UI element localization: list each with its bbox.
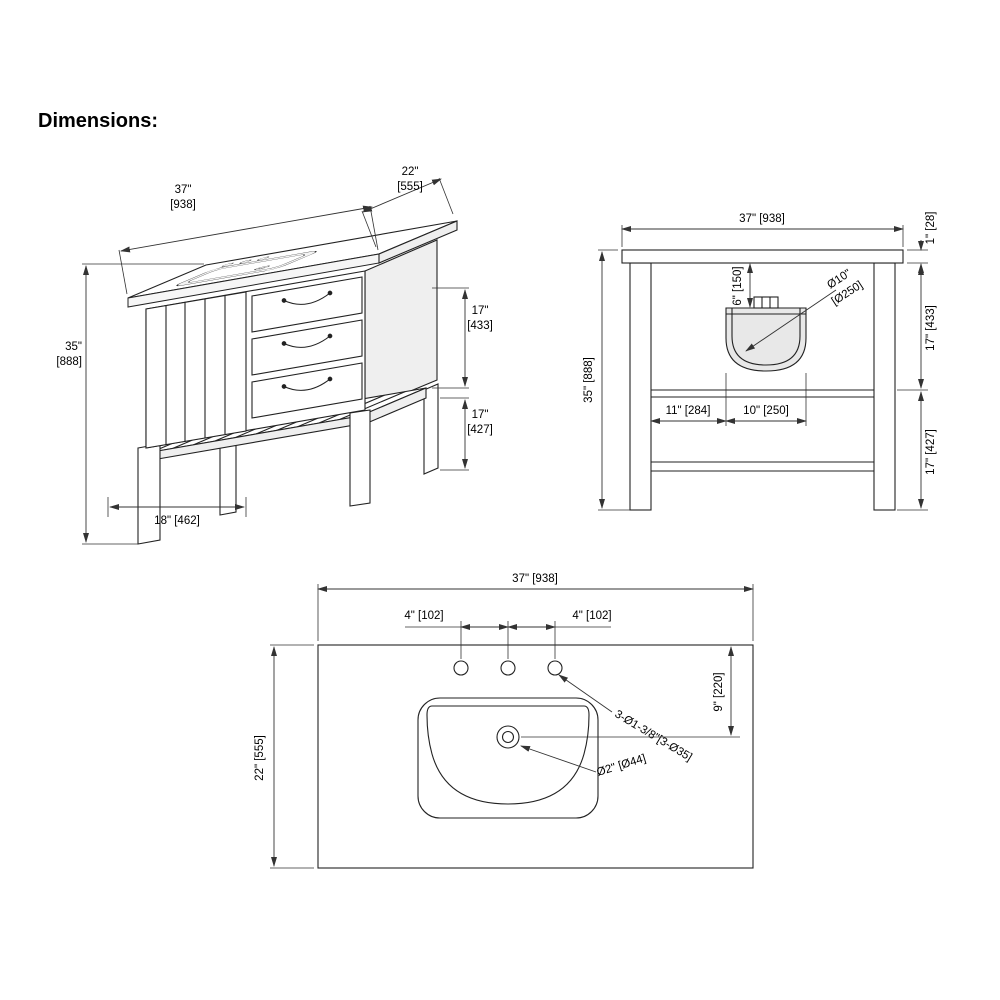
iso-upper-label-mm: [433] bbox=[467, 320, 493, 332]
iso-height-label-mm: [888] bbox=[56, 356, 82, 368]
counter-slab bbox=[621, 249, 904, 264]
sink-bowl-plan bbox=[426, 705, 590, 805]
iso-depth-label-mm: [555] bbox=[397, 181, 423, 193]
sink-drain-center bbox=[258, 266, 266, 269]
faucet-holes bbox=[221, 256, 270, 267]
sink-basin-inner bbox=[188, 254, 306, 283]
front-height-label: 35" [888] bbox=[583, 357, 595, 403]
front-upper-label: 17" [433] bbox=[925, 305, 937, 351]
sink-bowl bbox=[725, 307, 807, 372]
plan-depth-label: 22" [555] bbox=[254, 735, 266, 781]
page-title: Dimensions: bbox=[38, 110, 159, 132]
iso-width-label-in: 37" bbox=[175, 184, 192, 196]
drawer-handles bbox=[281, 290, 333, 391]
front-width-label: 37" [938] bbox=[739, 213, 785, 225]
drain-fitting bbox=[753, 296, 779, 309]
drawer-1 bbox=[251, 276, 363, 333]
isometric-view: 37" [938] 22" [555] 35" [888] 17" [433] … bbox=[56, 166, 493, 545]
iso-width-label-mm: [938] bbox=[170, 199, 196, 211]
front-right-leg bbox=[873, 262, 896, 511]
front-bowl-w-label: 10" [250] bbox=[743, 405, 789, 417]
back-right-leg bbox=[423, 383, 439, 475]
front-left-leg bbox=[629, 262, 652, 511]
plan-left-span-label: 4" [102] bbox=[404, 610, 443, 622]
drawer-3 bbox=[251, 362, 363, 419]
front-left-label: 11" [284] bbox=[666, 405, 711, 417]
iso-upper-label-in: 17" bbox=[472, 305, 489, 317]
mid-rail bbox=[651, 389, 874, 398]
bottom-shelf bbox=[651, 461, 874, 472]
iso-lower-label-in: 17" bbox=[472, 409, 489, 421]
drawer-2 bbox=[251, 319, 363, 376]
front-lower-label: 17" [427] bbox=[925, 429, 937, 475]
sink-bowl-inner bbox=[731, 308, 801, 366]
plan-right-span-label: 4" [102] bbox=[572, 610, 611, 622]
plan-width-label: 37" [938] bbox=[512, 573, 558, 585]
drain-plan-inner bbox=[501, 730, 515, 744]
sink-cutout bbox=[417, 697, 599, 819]
plan-offset-label: 9" [220] bbox=[713, 672, 725, 711]
iso-lower-label-mm: [427] bbox=[467, 424, 493, 436]
faucet-holes-plan bbox=[453, 660, 563, 676]
countertop-side-edge bbox=[378, 220, 458, 264]
door-planks bbox=[165, 295, 226, 445]
plank-door bbox=[145, 291, 247, 449]
front-view: 37" [938] 35" [888] 1" [28] 17" [433] 17… bbox=[583, 212, 937, 511]
iso-dimensions: 37" [938] 22" [555] 35" [888] 17" [433] … bbox=[56, 166, 493, 545]
front-left-leg bbox=[137, 443, 161, 545]
iso-depth-label-in: 22" bbox=[402, 166, 419, 178]
iso-base-label: 18" [462] bbox=[154, 515, 200, 527]
front-right-leg bbox=[349, 409, 371, 507]
right-side-panel bbox=[364, 239, 438, 411]
iso-height-label-in: 35" bbox=[65, 341, 82, 353]
front-thickness-label: 1" [28] bbox=[925, 212, 937, 245]
front-drop-label: 6" [150] bbox=[732, 266, 744, 305]
plan-view: 37" [938] 4" [102] 4" [102] 3-Ø1-3/8"[3-… bbox=[254, 573, 754, 869]
